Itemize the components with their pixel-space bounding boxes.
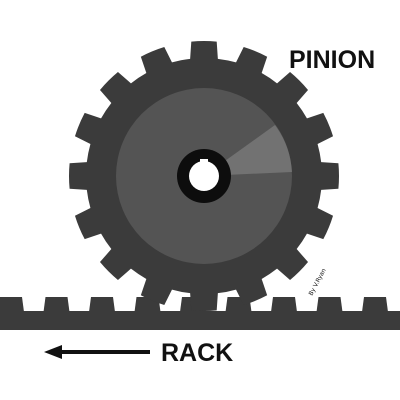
rack-tooth <box>0 297 24 312</box>
pinion-label: PINION <box>289 46 375 74</box>
credit-text: By V.Ryan <box>308 267 328 297</box>
pinion-gear <box>69 41 339 311</box>
arrow-head <box>44 345 62 359</box>
rack-tooth <box>362 297 388 312</box>
rack <box>0 297 400 330</box>
keyway-slot <box>200 159 208 166</box>
rack-bar <box>0 311 400 330</box>
rack-direction-arrow <box>44 345 150 359</box>
rack-tooth <box>43 297 70 312</box>
rack-teeth <box>0 297 388 312</box>
rack-tooth <box>271 297 297 312</box>
rack-label: RACK <box>161 339 233 367</box>
shaft-bore <box>189 161 219 191</box>
rack-tooth <box>316 297 343 312</box>
rack-tooth <box>89 297 115 312</box>
